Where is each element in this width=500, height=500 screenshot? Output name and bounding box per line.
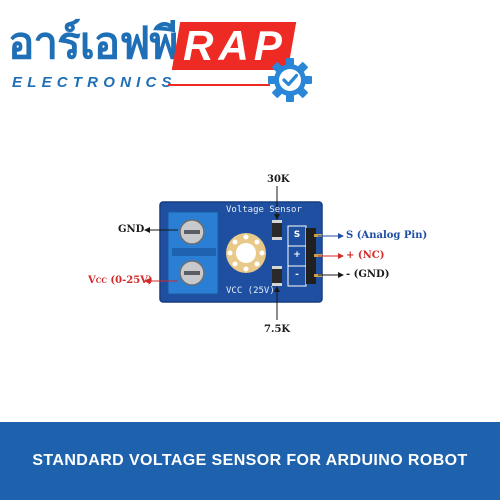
board-title: Voltage Sensor <box>226 205 302 215</box>
brand-logo: อาร์เอฟพี RAP ELECTRONICS <box>0 0 500 110</box>
pin-minus-label: - <box>295 270 299 280</box>
pin-plus-label: + <box>293 250 301 260</box>
logo-thai-name: อาร์เอฟพี <box>8 18 178 69</box>
resistor-top-label: 30K <box>267 174 290 185</box>
resistor-30k <box>272 222 282 238</box>
pin-s-label: S <box>293 230 301 240</box>
gear-check-icon <box>268 58 312 102</box>
board-vcc-label: VCC (25V) <box>226 286 275 296</box>
sensor-diagram: Voltage Sensor VCC (25V) S + - 30K 7.5K … <box>0 150 500 350</box>
product-title: STANDARD VOLTAGE SENSOR FOR ARDUINO ROBO… <box>32 452 468 469</box>
logo-rap-text: RAP <box>183 22 287 69</box>
sensor-board-illustration <box>144 186 344 320</box>
vcc-label: VCC (0-25V) <box>88 275 153 286</box>
resistor-bottom-label: 7.5K <box>264 324 291 335</box>
resistor-7-5k <box>272 268 282 284</box>
pin-header <box>306 228 316 284</box>
plus-pin-label: + (NC) <box>346 250 385 261</box>
logo-underline <box>168 84 270 86</box>
gnd-label: GND <box>118 224 145 235</box>
signal-pin-label: S (Analog Pin) <box>346 230 428 241</box>
product-banner: STANDARD VOLTAGE SENSOR FOR ARDUINO ROBO… <box>0 422 500 500</box>
logo-tagline: ELECTRONICS <box>12 74 177 91</box>
minus-pin-label: - (GND) <box>346 269 390 280</box>
